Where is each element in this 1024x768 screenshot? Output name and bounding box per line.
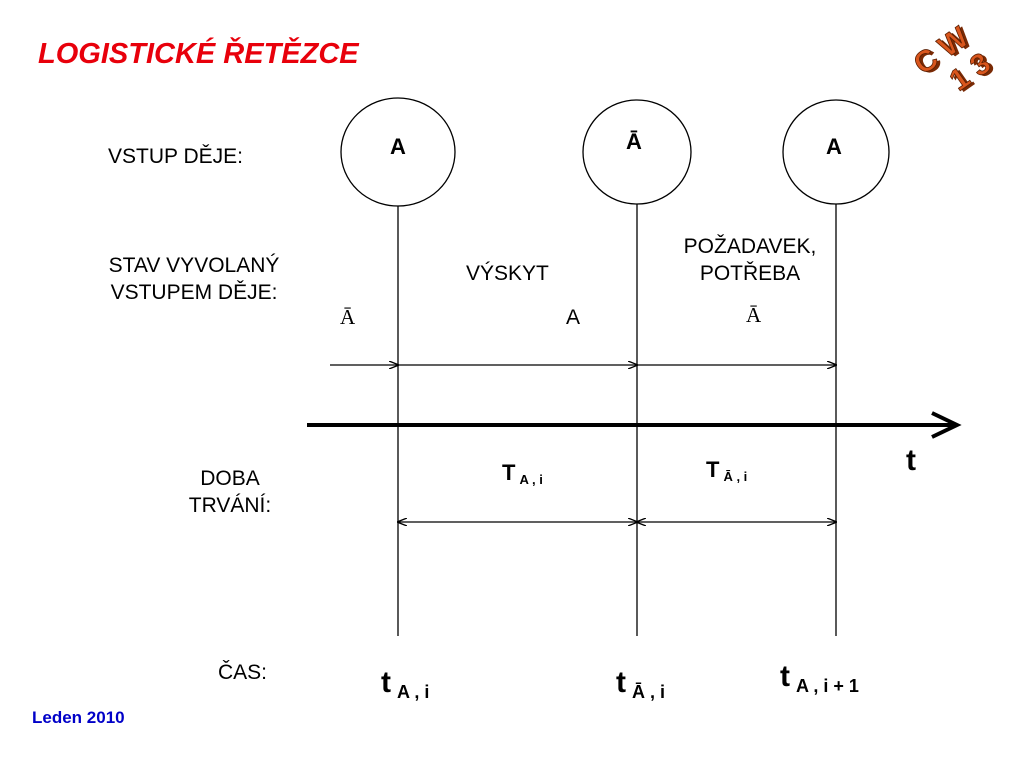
time-3-sub: A , i + 1 (796, 676, 859, 696)
time-1-sub: A , i (397, 682, 430, 702)
cw-logo-icon: C W C W 1 3 1 3 (907, 20, 1000, 99)
page-title: LOGISTICKÉ ŘETĚZCE (38, 38, 359, 70)
circle-letter-1: A (390, 134, 406, 159)
footer-date: Leden 2010 (32, 708, 125, 727)
duration-1-sub: A , i (519, 472, 543, 487)
label-state-line2: VSTUPEM DĚJE: (110, 281, 278, 304)
state-demand-label: POŽADAVEK, POTŘEBA (660, 233, 840, 287)
time-axis-arrowhead (931, 411, 962, 439)
time-label-2: t Ā , i (616, 666, 665, 703)
state-occurrence-symbol: A (566, 306, 581, 329)
duration-1-main: T (502, 460, 516, 485)
label-time: ČAS: (218, 661, 268, 684)
label-state: STAV VYVOLANÝ VSTUPEM DĚJE: (78, 252, 310, 306)
duration-2-main: T (706, 457, 720, 482)
label-state-line1: STAV VYVOLANÝ (108, 254, 280, 277)
state-demand-line1: POŽADAVEK, (683, 235, 817, 258)
time-label-3: t A , i + 1 (780, 660, 859, 697)
duration-2-sub: Ā , i (723, 469, 748, 484)
state-demand-line2: POTŘEBA (699, 262, 801, 285)
state-symbol-1: Ā (340, 305, 356, 329)
label-duration: DOBA TRVÁNÍ: (170, 465, 290, 519)
cw-logo-badge: C W C W 1 3 1 3 (902, 8, 1014, 118)
circle-letter-3: A (826, 134, 842, 159)
label-duration-line2: TRVÁNÍ: (188, 494, 272, 517)
time-label-1: t A , i (381, 666, 429, 703)
time-1-main: t (381, 666, 391, 699)
state-occurrence-label: VÝSKYT (466, 262, 549, 285)
time-3-main: t (780, 660, 790, 693)
label-duration-line1: DOBA (200, 467, 260, 490)
label-input: VSTUP DĚJE: (108, 145, 243, 168)
state-symbol-3: Ā (746, 303, 762, 327)
time-2-sub: Ā , i (632, 682, 666, 702)
time-2-main: t (616, 666, 626, 699)
axis-label-t: t (906, 444, 916, 477)
circle-letter-2: Ā (626, 129, 642, 154)
